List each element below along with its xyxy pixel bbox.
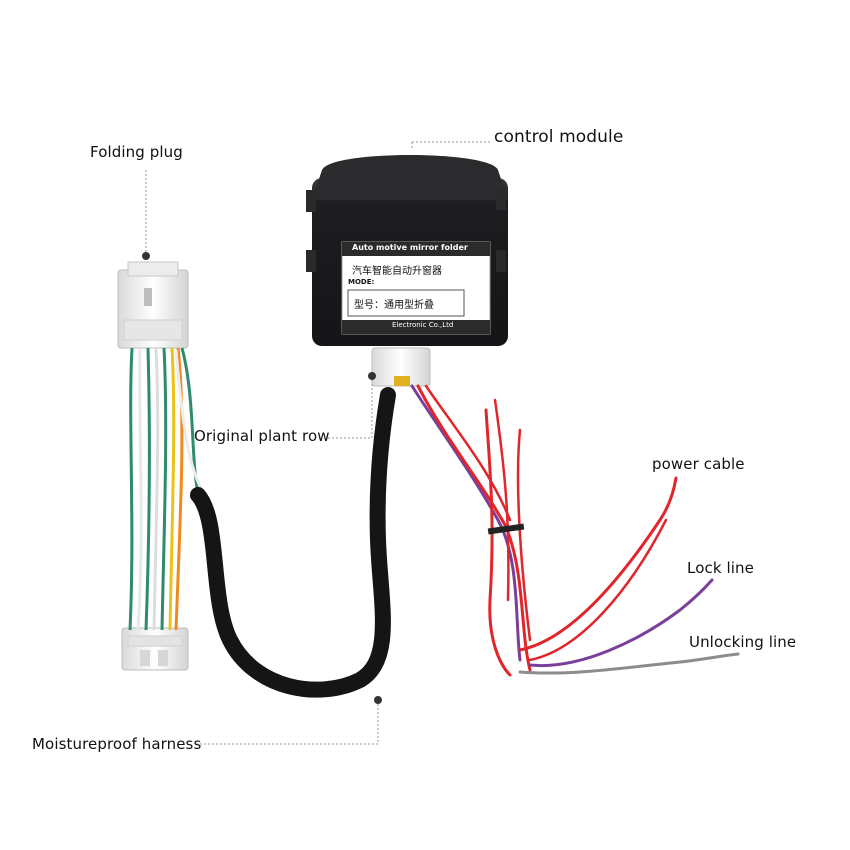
label-control-module: control module (494, 127, 624, 147)
sticker-header: Auto motive mirror folder (352, 243, 468, 252)
bottom-plug-connector (121, 627, 189, 671)
moistureproof-harness-sleeve (190, 387, 396, 698)
label-folding-plug: Folding plug (90, 143, 183, 161)
leader-dot-icon (142, 252, 150, 260)
unlocking-line-wire (518, 652, 740, 675)
label-lock-line: Lock line (687, 559, 754, 577)
sticker-chinese-title: 汽车智能自动升窗器 (352, 266, 442, 277)
folding-plug-connector (117, 261, 189, 349)
sticker-model-text: 型号：通用型折叠 (354, 300, 434, 311)
label-power-cable: power cable (652, 455, 745, 473)
label-original-plant-row: Original plant row (194, 427, 330, 445)
module-output-connector (371, 347, 431, 387)
signal-wires (410, 384, 740, 677)
folding-plug-wires (128, 347, 207, 631)
lock-line-wire (528, 578, 714, 668)
leader-dot-icon (374, 696, 382, 704)
label-moistureproof-harness: Moistureproof harness (32, 735, 202, 753)
leader-lines (145, 141, 490, 745)
label-unlocking-line: Unlocking line (689, 633, 797, 651)
sticker-mode-label: MODE: (348, 278, 375, 286)
leader-dot-icon (368, 372, 376, 380)
control-module-body (306, 155, 508, 346)
power-cable-wire (518, 476, 678, 652)
sticker-footer: Electronic Co.,Ltd (392, 321, 454, 329)
